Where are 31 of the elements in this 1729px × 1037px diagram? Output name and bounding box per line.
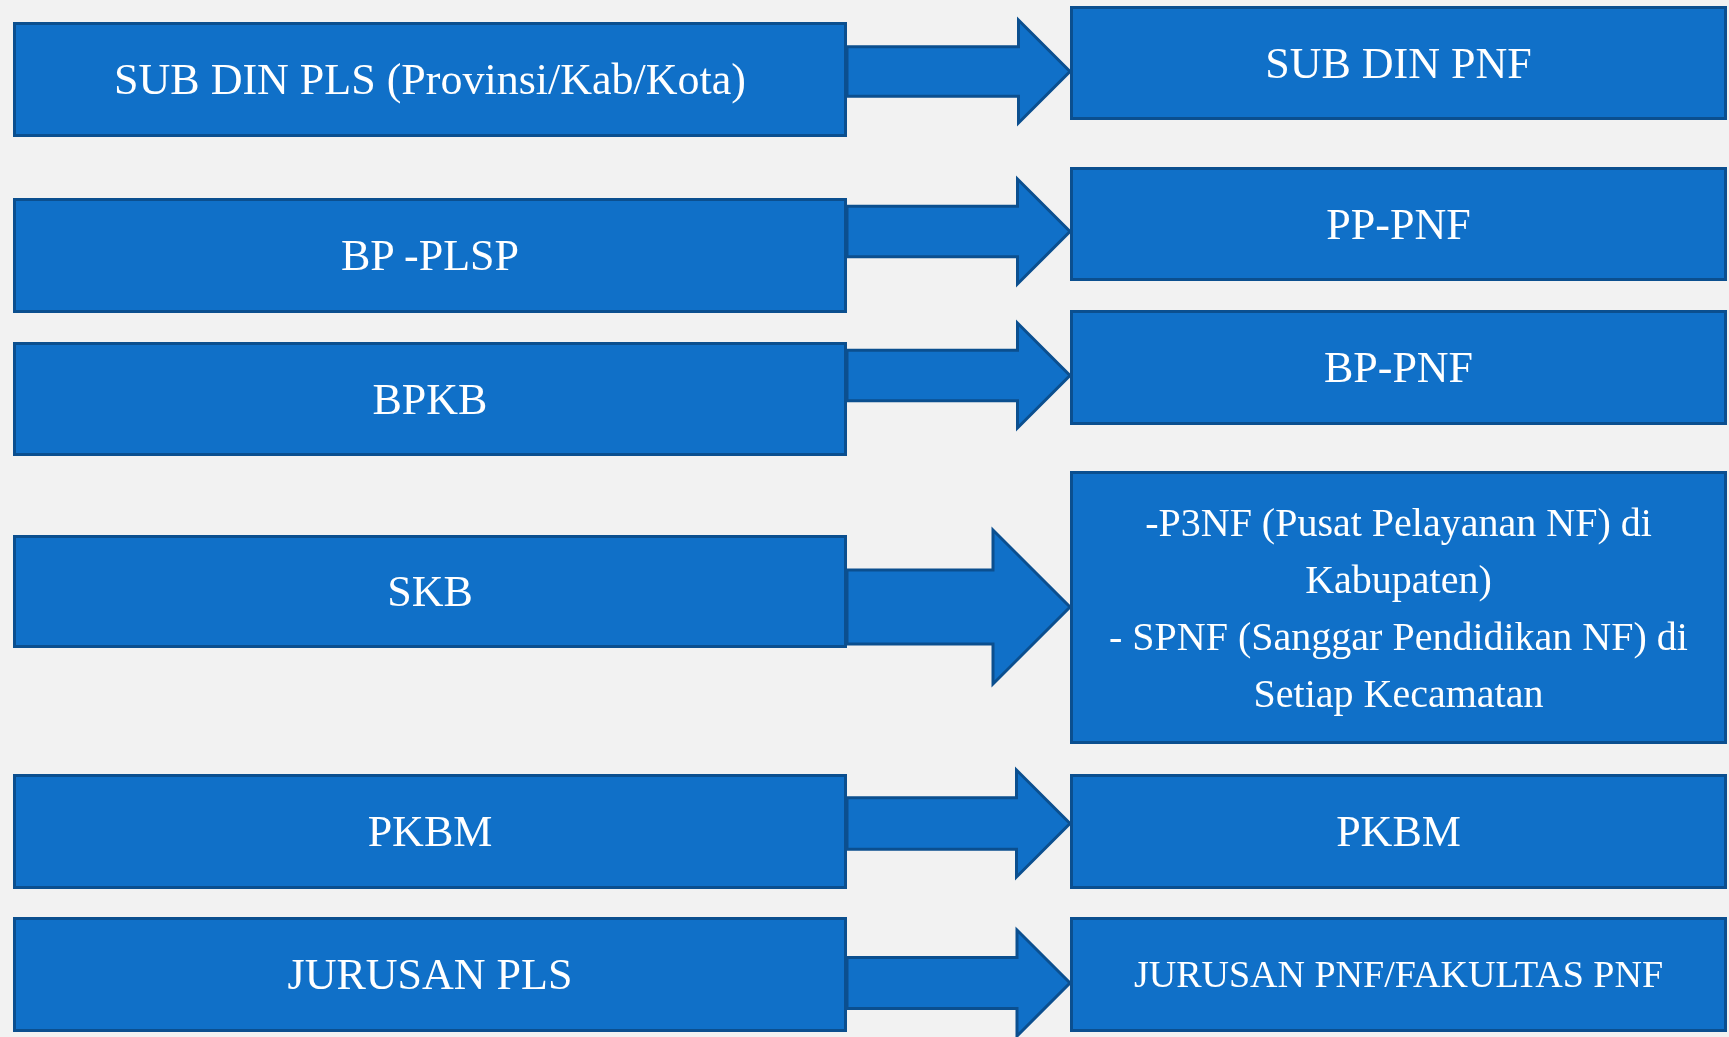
box-text: JURUSAN PLS xyxy=(287,949,573,1001)
box-text: SUB DIN PNF xyxy=(1265,37,1532,90)
block-arrow xyxy=(845,16,1073,127)
block-arrow xyxy=(845,319,1073,432)
label-box xyxy=(13,342,847,456)
block-arrow xyxy=(845,926,1073,1037)
label-box xyxy=(13,535,847,648)
box-text: BPKB xyxy=(372,373,488,426)
box-text: PKBM xyxy=(367,806,493,858)
block-arrow xyxy=(845,766,1073,881)
label-box xyxy=(1070,917,1727,1032)
label-box xyxy=(13,917,847,1032)
label-box xyxy=(13,22,847,137)
label-box xyxy=(1070,310,1727,425)
box-text: SUB DIN PLS (Provinsi/Kab/Kota) xyxy=(114,54,746,106)
label-box xyxy=(13,198,847,313)
label-box xyxy=(1070,471,1727,744)
box-text: BP -PLSP xyxy=(340,230,520,282)
box-text: -P3NF (Pusat Pelayanan NF) di Kabupaten) xyxy=(1144,498,1653,604)
box-text: JURUSAN PNF/FAKULTAS PNF xyxy=(1133,951,1664,997)
box-text: PKBM xyxy=(1336,806,1461,858)
box-text: SKB xyxy=(387,566,473,618)
label-box xyxy=(1070,6,1727,120)
block-arrow xyxy=(845,175,1073,288)
box-text: BP-PNF xyxy=(1323,342,1474,394)
label-box xyxy=(1070,774,1727,889)
box-text: PP-PNF xyxy=(1326,198,1471,251)
block-arrow xyxy=(845,526,1073,688)
box-text: - SPNF (Sanggar Pendidikan NF) di Setiap Kecamatan xyxy=(1108,612,1689,718)
label-box xyxy=(13,774,847,889)
label-box xyxy=(1070,167,1727,281)
